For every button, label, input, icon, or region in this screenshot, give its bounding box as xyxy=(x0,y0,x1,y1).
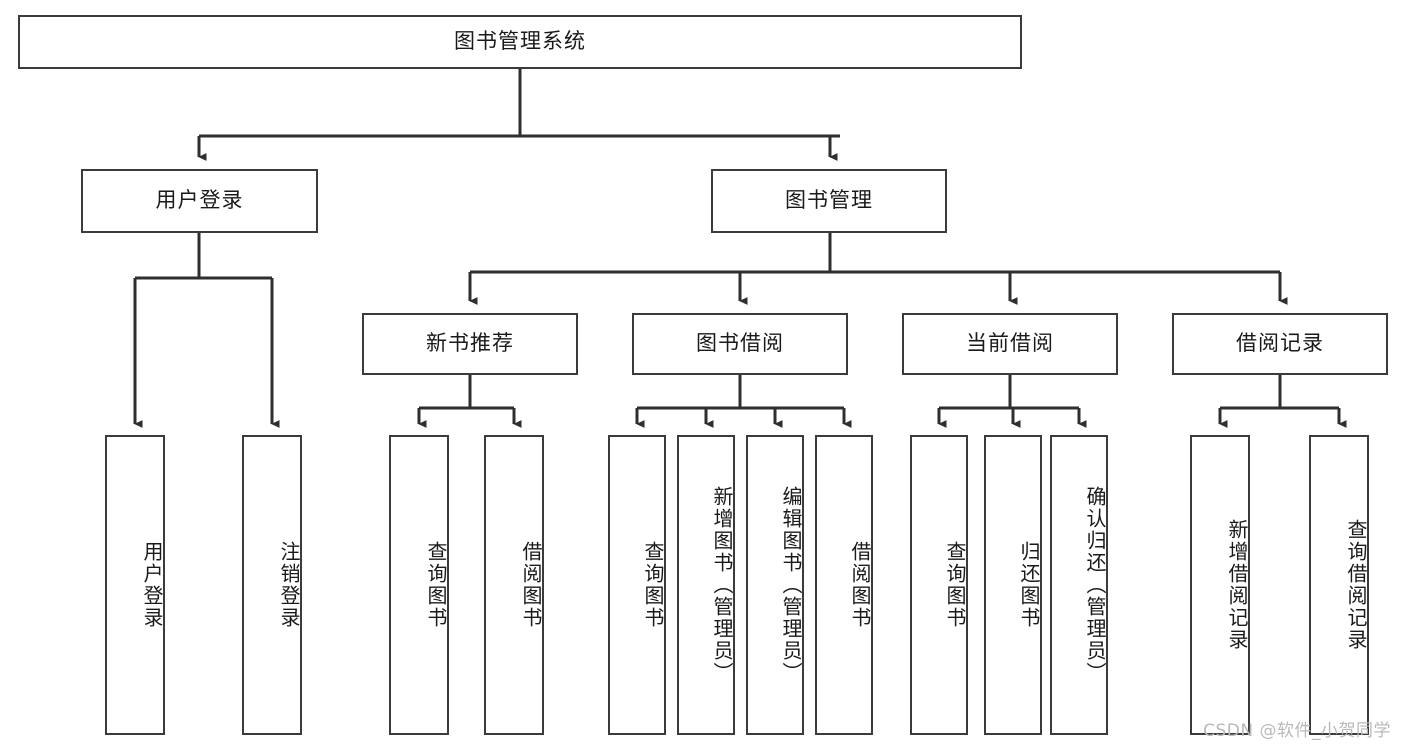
node-leaf-add-record[interactable]: 新增借阅记录 xyxy=(1190,435,1250,735)
node-leaf-confirm-return-label: 确认归还（管理员） xyxy=(1083,486,1107,684)
node-borrow-record-label: 借阅记录 xyxy=(1236,331,1324,356)
node-root[interactable]: 图书管理系统 xyxy=(18,15,1022,69)
node-root-label: 图书管理系统 xyxy=(454,29,586,54)
node-leaf-query-book-3[interactable]: 查询图书 xyxy=(910,435,968,735)
csdn-watermark: CSDN @软件_小贺同学 xyxy=(1203,721,1391,741)
node-leaf-add-book[interactable]: 新增图书（管理员） xyxy=(677,435,735,735)
node-leaf-query-record-label: 查询借阅记录 xyxy=(1344,519,1368,651)
node-leaf-borrow-book-2[interactable]: 借阅图书 xyxy=(815,435,873,735)
node-new-book-recommend-label: 新书推荐 xyxy=(426,331,514,356)
node-leaf-confirm-return[interactable]: 确认归还（管理员） xyxy=(1050,435,1108,735)
node-user-login-label: 用户登录 xyxy=(155,188,244,213)
node-leaf-user-logout[interactable]: 注销登录 xyxy=(242,435,302,735)
node-borrow-record[interactable]: 借阅记录 xyxy=(1172,313,1388,375)
node-user-login[interactable]: 用户登录 xyxy=(81,169,318,233)
node-leaf-borrow-book-1[interactable]: 借阅图书 xyxy=(484,435,544,735)
node-leaf-query-book-2-label: 查询图书 xyxy=(641,541,665,629)
node-leaf-query-book-3-label: 查询图书 xyxy=(943,541,967,629)
node-leaf-query-record[interactable]: 查询借阅记录 xyxy=(1309,435,1369,735)
node-book-borrow[interactable]: 图书借阅 xyxy=(632,313,848,375)
node-current-borrow[interactable]: 当前借阅 xyxy=(902,313,1118,375)
node-leaf-add-book-label: 新增图书（管理员） xyxy=(710,486,734,684)
node-leaf-query-book-1-label: 查询图书 xyxy=(424,541,448,629)
node-leaf-user-login-label: 用户登录 xyxy=(140,541,164,629)
node-leaf-user-logout-label: 注销登录 xyxy=(277,541,301,629)
node-leaf-edit-book[interactable]: 编辑图书（管理员） xyxy=(746,435,804,735)
node-leaf-user-login[interactable]: 用户登录 xyxy=(105,435,165,735)
node-leaf-return-book-label: 归还图书 xyxy=(1017,541,1041,629)
node-leaf-return-book[interactable]: 归还图书 xyxy=(984,435,1042,735)
node-book-borrow-label: 图书借阅 xyxy=(696,331,784,356)
node-leaf-borrow-book-1-label: 借阅图书 xyxy=(519,541,543,629)
node-leaf-add-record-label: 新增借阅记录 xyxy=(1225,519,1249,651)
node-new-book-recommend[interactable]: 新书推荐 xyxy=(362,313,578,375)
node-leaf-query-book-1[interactable]: 查询图书 xyxy=(389,435,449,735)
node-leaf-edit-book-label: 编辑图书（管理员） xyxy=(779,486,803,684)
node-book-management[interactable]: 图书管理 xyxy=(711,169,947,233)
node-leaf-query-book-2[interactable]: 查询图书 xyxy=(608,435,666,735)
node-leaf-borrow-book-2-label: 借阅图书 xyxy=(848,541,872,629)
node-current-borrow-label: 当前借阅 xyxy=(966,331,1054,356)
node-book-management-label: 图书管理 xyxy=(785,188,873,213)
